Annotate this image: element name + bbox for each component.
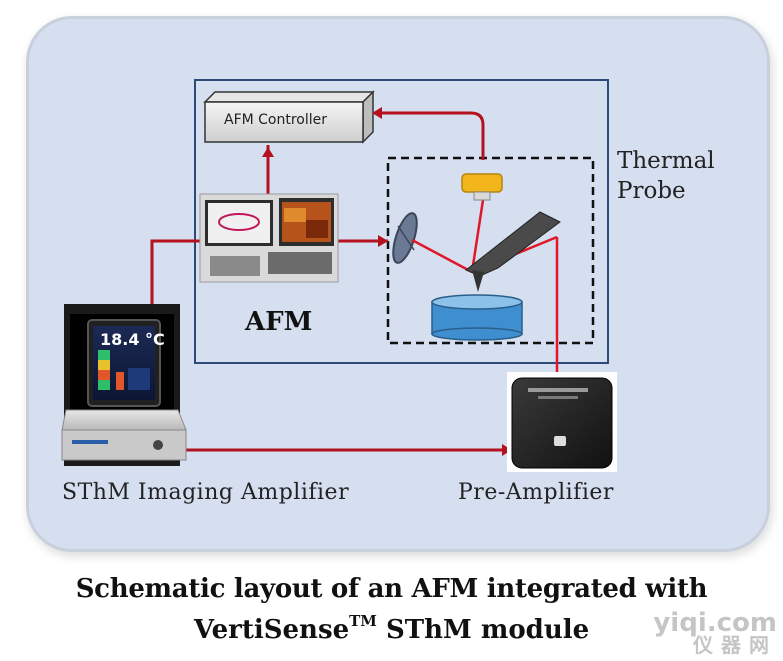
caption-line1: Schematic layout of an AFM integrated wi… [75, 574, 708, 604]
amp-preamp-line [170, 440, 512, 452]
probe-tip-icon [472, 270, 484, 292]
sample-icon [431, 294, 523, 341]
computer-arrow-up [262, 147, 274, 157]
watermark: yiqi.com 仪器网 [653, 608, 777, 657]
caption-line2: VertiSenseTM SThM module [0, 612, 783, 645]
imaging-amplifier-label: SThM Imaging Amplifier [62, 480, 350, 505]
caption-line2-prefix: VertiSense [193, 615, 350, 645]
pre-amplifier-label: Pre-Amplifier [458, 480, 614, 505]
caption-line2-suffix: SThM module [376, 615, 590, 645]
afm-label: AFM [245, 307, 313, 337]
probe-holder-icon [461, 173, 503, 201]
pre-amplifier-image [507, 372, 617, 472]
afm-computer-image [199, 193, 339, 283]
afm-controller-label: AFM Controller [224, 112, 328, 128]
thermal-probe-label-line1: Thermal [617, 148, 715, 174]
imaging-amplifier-image [61, 304, 187, 466]
mirror-icon [392, 212, 418, 264]
controller-probe-line [380, 111, 485, 160]
afm-controller-box [203, 90, 375, 144]
caption-trademark: TM [349, 612, 377, 630]
watermark-line1: yiqi.com [653, 608, 777, 638]
watermark-line2: 仪器网 [693, 633, 777, 657]
probe-arrow [378, 235, 388, 247]
afm-enclosure [194, 79, 609, 364]
amplifier-readout: 18.4 °C [100, 330, 165, 349]
controller-arrow [372, 107, 382, 119]
thermal-probe-label-line2: Probe [617, 178, 686, 204]
thermal-probe-label: Thermal Probe [617, 146, 715, 206]
